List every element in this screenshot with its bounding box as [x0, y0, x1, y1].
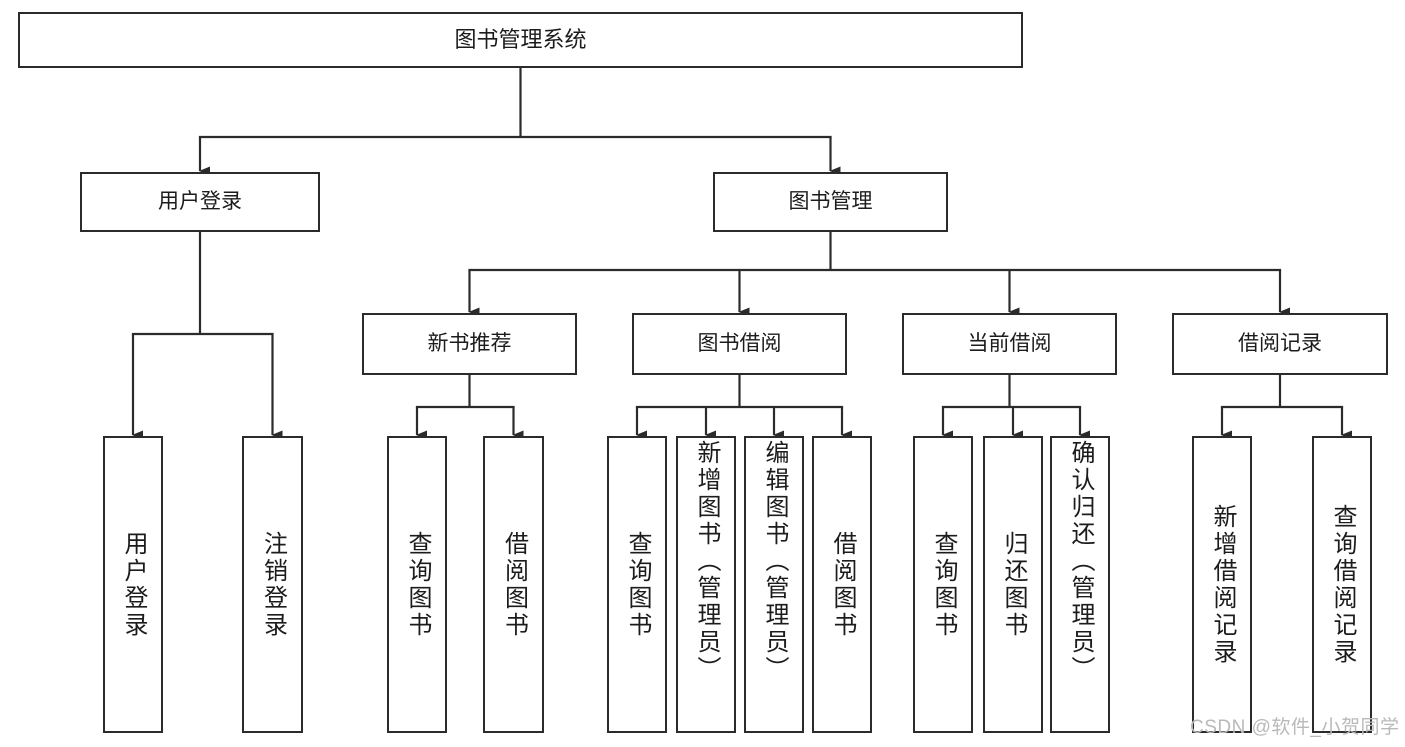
- node-leaf_b1[interactable]: 新增图书（管理员）: [676, 436, 736, 733]
- node-l2_2[interactable]: 当前借阅: [902, 313, 1117, 375]
- node-label: 用户登录: [120, 530, 147, 639]
- node-label: 借阅图书: [500, 530, 528, 639]
- node-leaf_b0[interactable]: 查询图书: [607, 436, 667, 733]
- node-leaf_u0[interactable]: 用户登录: [103, 436, 163, 733]
- node-label: 用户登录: [158, 189, 242, 213]
- node-label: 借阅图书: [829, 530, 856, 639]
- node-label: 确认归还（管理员）: [1067, 440, 1094, 683]
- node-label: 新书推荐: [427, 331, 512, 355]
- node-root[interactable]: 图书管理系统: [18, 12, 1023, 68]
- node-leaf_b2[interactable]: 编辑图书（管理员）: [744, 436, 804, 733]
- watermark-label: CSDN @软件_小贺同学: [1190, 717, 1400, 738]
- node-l1_0[interactable]: 用户登录: [80, 172, 320, 232]
- node-l2_0[interactable]: 新书推荐: [362, 313, 577, 375]
- node-leaf_d0[interactable]: 新增借阅记录: [1192, 436, 1252, 733]
- node-l2_3[interactable]: 借阅记录: [1172, 313, 1388, 375]
- node-label: 注销登录: [259, 530, 287, 639]
- node-leaf_u1[interactable]: 注销登录: [242, 436, 303, 733]
- node-label: 查询图书: [404, 530, 431, 639]
- node-leaf_a1[interactable]: 借阅图书: [483, 436, 544, 733]
- node-leaf_a0[interactable]: 查询图书: [387, 436, 447, 733]
- node-label: 新增图书（管理员）: [693, 440, 720, 683]
- node-label: 编辑图书（管理员）: [761, 440, 788, 683]
- node-label: 新增借阅记录: [1209, 503, 1236, 666]
- edge-group: [131, 68, 1352, 440]
- node-leaf_c0[interactable]: 查询图书: [913, 436, 973, 733]
- node-label: 查询图书: [930, 530, 957, 639]
- node-leaf_d1[interactable]: 查询借阅记录: [1312, 436, 1372, 733]
- node-label: 图书管理: [788, 189, 873, 213]
- node-label: 查询借阅记录: [1329, 503, 1356, 666]
- node-label: 图书借阅: [697, 331, 782, 355]
- node-leaf_b3[interactable]: 借阅图书: [812, 436, 872, 733]
- node-label: 当前借阅: [967, 331, 1052, 355]
- node-label: 查询图书: [624, 530, 651, 639]
- node-label: 图书管理系统: [454, 27, 587, 53]
- node-leaf_c2[interactable]: 确认归还（管理员）: [1050, 436, 1110, 733]
- node-leaf_c1[interactable]: 归还图书: [983, 436, 1043, 733]
- node-l1_1[interactable]: 图书管理: [713, 172, 948, 232]
- node-l2_1[interactable]: 图书借阅: [632, 313, 847, 375]
- node-label: 借阅记录: [1238, 331, 1322, 355]
- node-label: 归还图书: [1000, 530, 1027, 639]
